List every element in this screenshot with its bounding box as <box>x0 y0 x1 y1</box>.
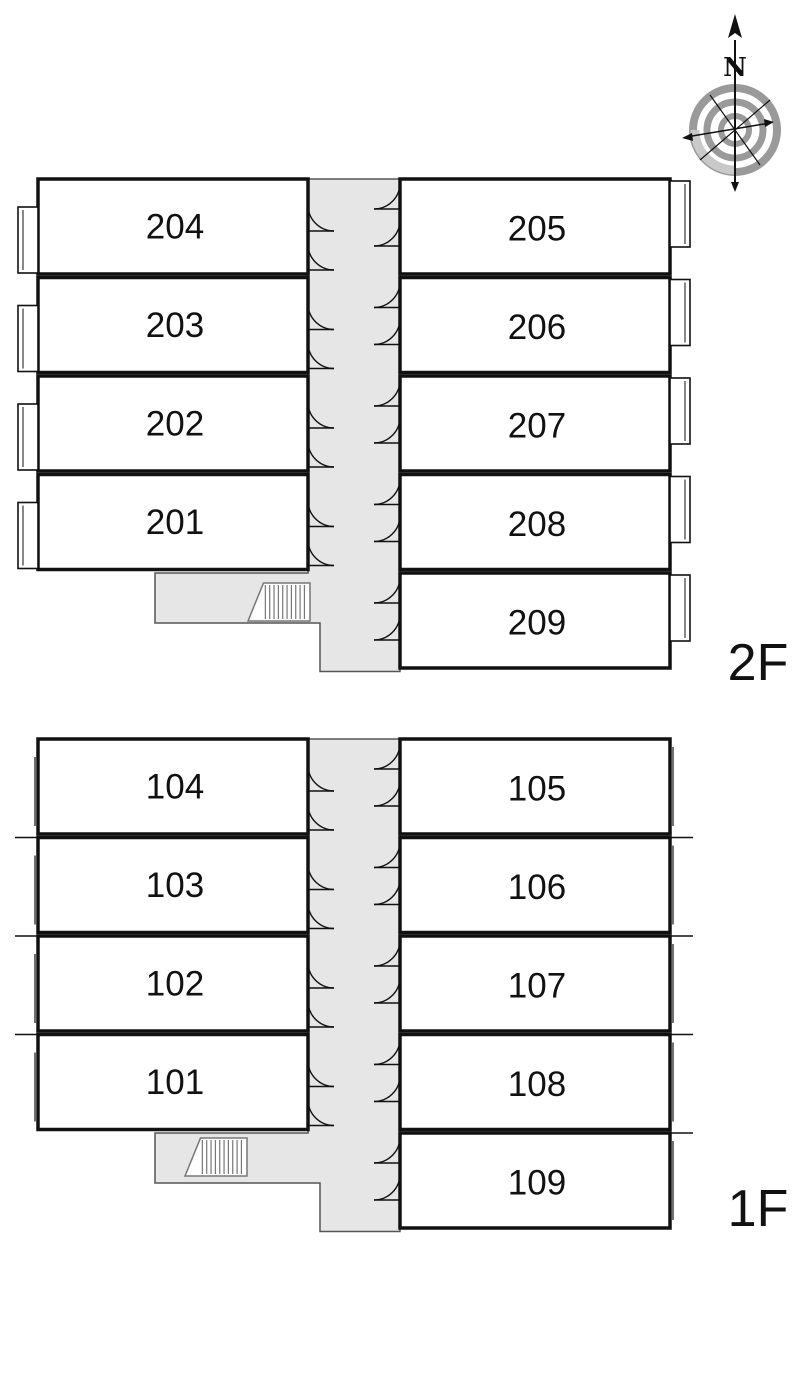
floor-1f: 104 103 102 101 105 106 107 108 109 1F <box>15 737 789 1238</box>
room-number-label: 107 <box>508 967 566 1006</box>
balcony <box>669 475 691 544</box>
room-202: 202 <box>17 374 335 473</box>
balcony <box>17 501 39 570</box>
door-icon <box>373 939 401 967</box>
door-icon <box>373 878 401 906</box>
room-207: 207 <box>373 374 691 473</box>
door-icon <box>373 379 401 407</box>
door-icon <box>373 182 401 210</box>
door-icon <box>307 204 335 232</box>
room-number-label: 104 <box>146 768 204 807</box>
door-icon <box>307 863 335 891</box>
floor-label: 1F <box>728 1180 789 1238</box>
room-103: 103 <box>15 835 335 935</box>
room-number-label: 101 <box>146 1063 204 1102</box>
north-label: N <box>723 53 747 83</box>
door-icon <box>373 515 401 543</box>
door-icon <box>373 1173 401 1201</box>
room-101: 101 <box>15 1032 335 1132</box>
door-icon <box>373 976 401 1004</box>
room-number-label: 203 <box>146 306 204 345</box>
door-icon <box>307 803 335 831</box>
door-icon <box>307 539 335 567</box>
compass-icon: N <box>682 14 781 192</box>
room-number-label: 109 <box>508 1164 566 1203</box>
balcony <box>669 574 691 642</box>
door-icon <box>373 779 401 807</box>
room-number-label: 204 <box>146 208 204 247</box>
room-203: 203 <box>17 275 335 375</box>
room-102: 102 <box>15 934 335 1033</box>
door-icon <box>373 576 401 604</box>
room-106: 106 <box>373 835 693 935</box>
room-number-label: 102 <box>146 965 204 1004</box>
door-icon <box>307 1060 335 1088</box>
door-icon <box>307 401 335 429</box>
door-icon <box>307 303 335 331</box>
door-icon <box>373 613 401 641</box>
balcony <box>17 403 39 471</box>
room-105: 105 <box>373 737 674 836</box>
balcony <box>17 304 39 373</box>
room-104: 104 <box>34 737 335 836</box>
door-icon <box>373 1038 401 1066</box>
room-108: 108 <box>373 1032 693 1132</box>
room-205: 205 <box>373 177 691 276</box>
room-201: 201 <box>17 472 335 572</box>
door-icon <box>373 841 401 869</box>
door-icon <box>307 342 335 370</box>
room-number-label: 108 <box>508 1065 566 1104</box>
door-icon <box>373 281 401 309</box>
balcony <box>669 180 691 248</box>
floor-label: 2F <box>728 634 789 692</box>
room-number-label: 201 <box>146 503 204 542</box>
floor-2f: 204 203 202 201 205 206 207 208 209 2F <box>17 177 789 692</box>
door-icon <box>307 764 335 792</box>
stairs-icon <box>183 1137 248 1177</box>
door-icon <box>307 440 335 468</box>
room-109: 109 <box>373 1131 693 1230</box>
door-icon <box>307 243 335 271</box>
door-icon <box>307 902 335 930</box>
door-icon <box>307 1099 335 1127</box>
stairs-icon <box>246 582 311 622</box>
door-icon <box>373 742 401 770</box>
room-number-label: 105 <box>508 770 566 809</box>
door-icon <box>307 1000 335 1028</box>
room-number-label: 205 <box>508 210 566 249</box>
room-number-label: 206 <box>508 308 566 347</box>
door-icon <box>373 416 401 444</box>
door-icon <box>373 318 401 346</box>
room-208: 208 <box>373 472 691 572</box>
door-icon <box>373 1136 401 1164</box>
room-number-label: 106 <box>508 868 566 907</box>
door-icon <box>373 219 401 247</box>
room-206: 206 <box>373 275 691 375</box>
room-number-label: 202 <box>146 405 204 444</box>
room-number-label: 103 <box>146 866 204 905</box>
room-number-label: 208 <box>508 505 566 544</box>
balcony <box>669 278 691 347</box>
room-204: 204 <box>17 177 335 276</box>
door-icon <box>307 961 335 989</box>
balcony <box>17 206 39 274</box>
door-icon <box>307 500 335 528</box>
room-number-label: 207 <box>508 407 566 446</box>
north-arrow-icon <box>728 14 742 38</box>
door-icon <box>373 1075 401 1103</box>
room-107: 107 <box>373 934 693 1033</box>
door-icon <box>373 478 401 506</box>
room-number-label: 209 <box>508 604 566 643</box>
room-209: 209 <box>373 571 691 670</box>
balcony <box>669 377 691 445</box>
